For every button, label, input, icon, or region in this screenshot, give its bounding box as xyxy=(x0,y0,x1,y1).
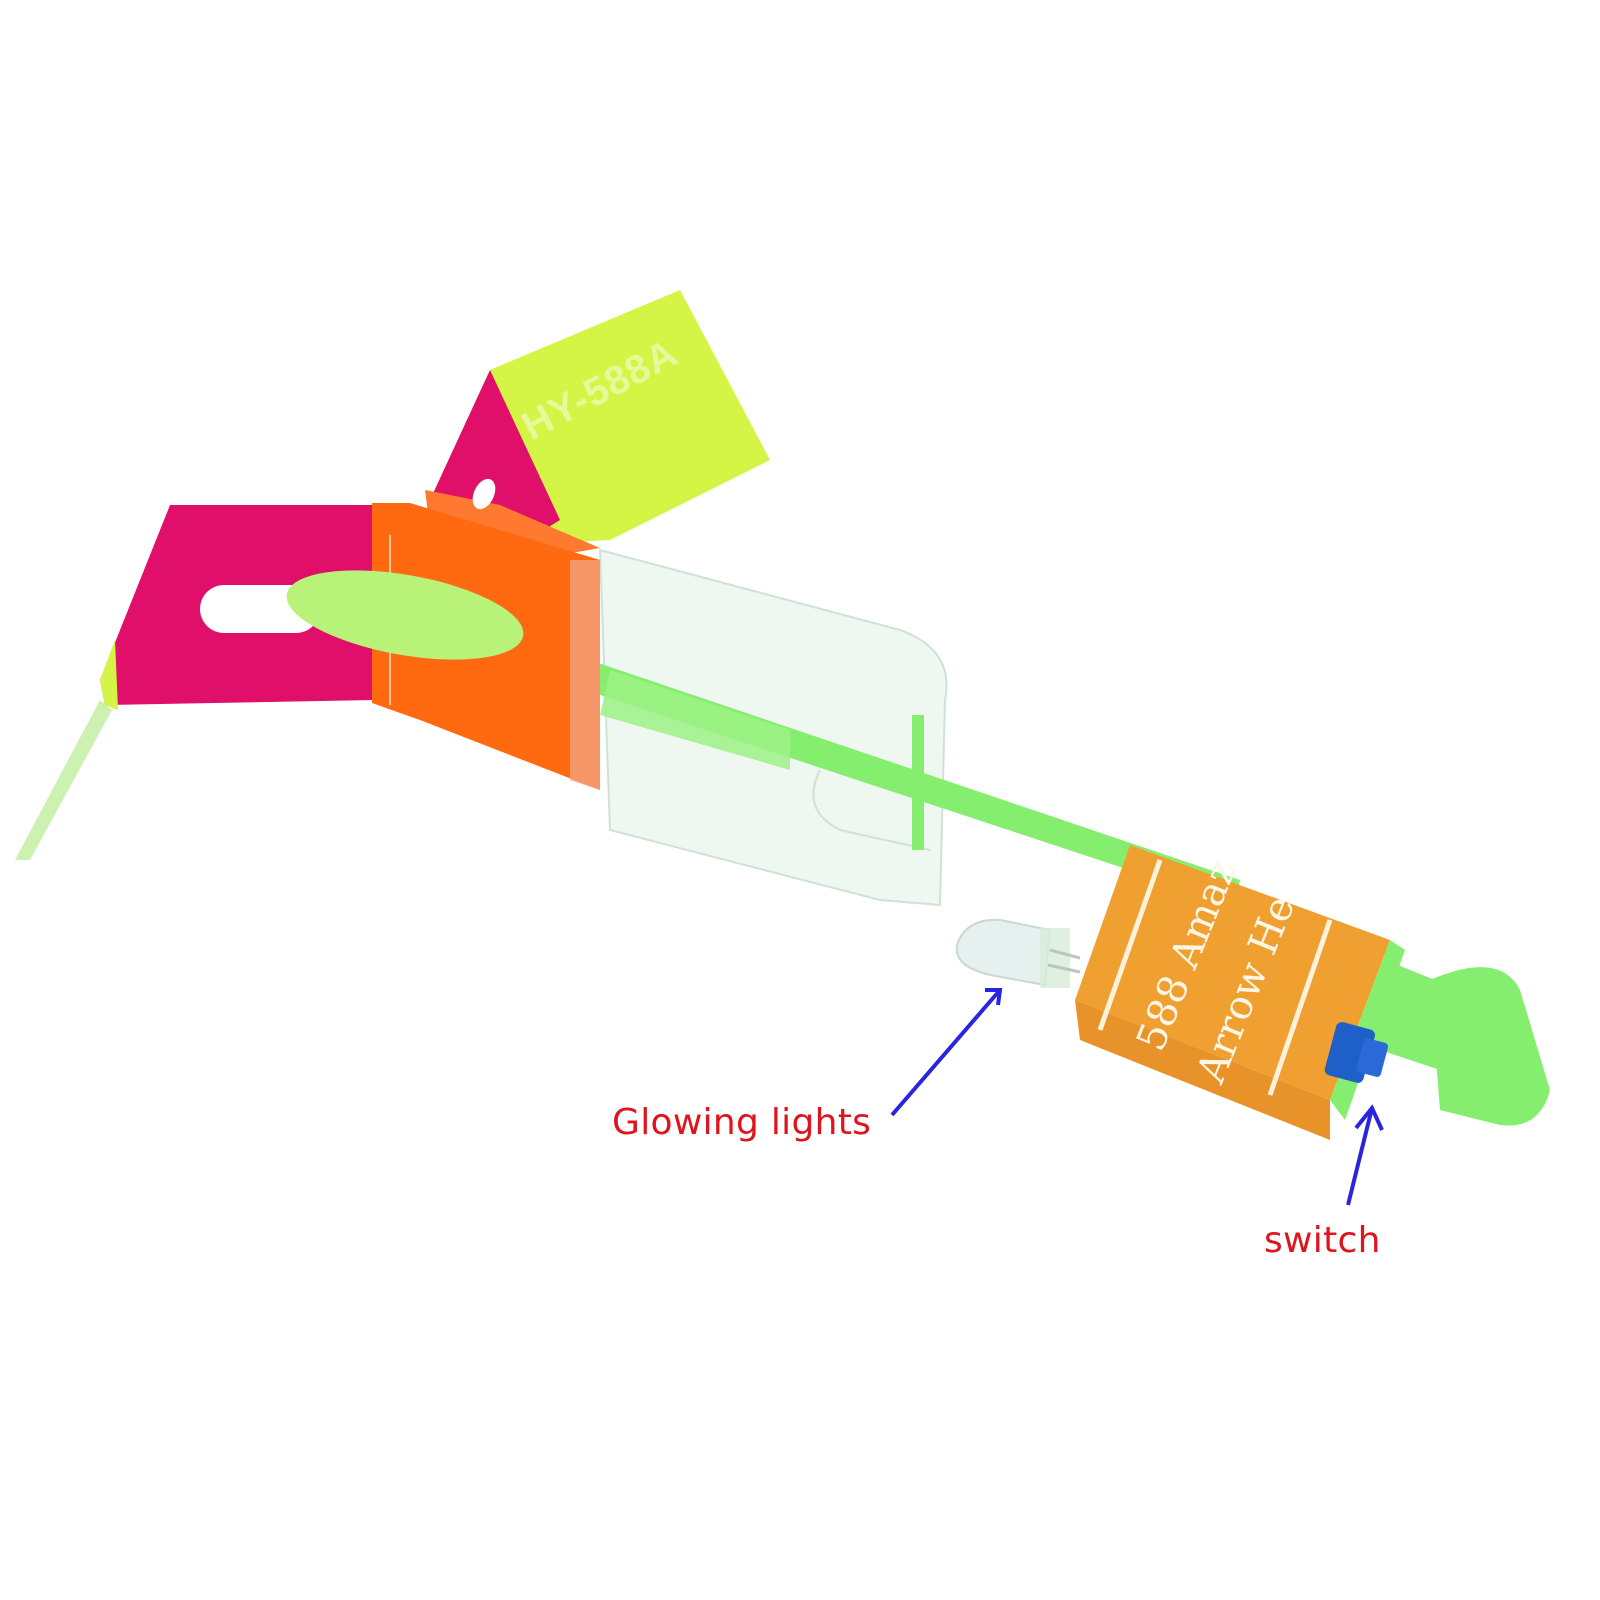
arrow-to-lights xyxy=(890,988,1003,1117)
arrow-to-switch xyxy=(1346,1104,1384,1206)
shaft-hook xyxy=(1365,960,1550,1126)
front-fin xyxy=(15,505,375,860)
glowing-lights-label: Glowing lights xyxy=(612,1102,872,1143)
green-tab xyxy=(286,570,524,660)
switch-button xyxy=(1324,1022,1389,1083)
green-shaft xyxy=(555,650,1240,905)
switch-label: switch xyxy=(1264,1220,1381,1261)
back-fin xyxy=(425,290,770,555)
led-bulb xyxy=(955,918,1081,988)
